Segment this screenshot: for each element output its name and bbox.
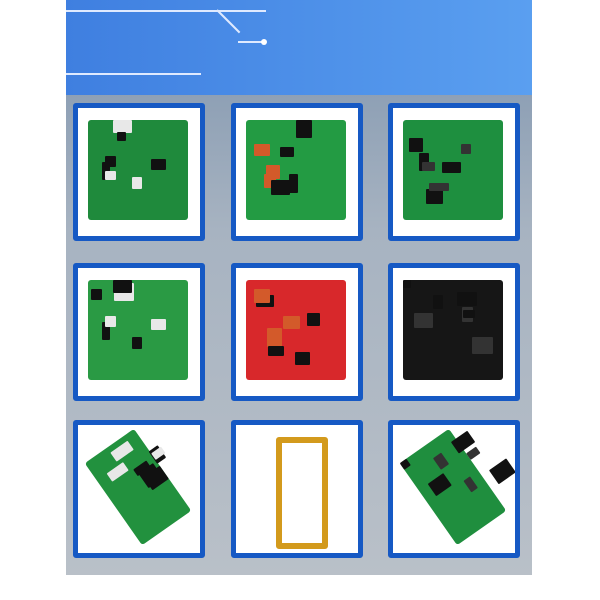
component xyxy=(426,189,443,204)
component xyxy=(307,313,320,326)
component xyxy=(457,292,477,306)
component xyxy=(427,473,452,497)
component xyxy=(442,162,461,173)
component xyxy=(132,337,142,349)
pcb-board xyxy=(88,120,188,220)
component xyxy=(151,159,166,170)
component xyxy=(296,120,312,138)
pcb-board xyxy=(88,280,188,380)
component xyxy=(105,171,116,180)
component xyxy=(399,458,411,470)
pcb-board xyxy=(403,280,503,380)
circuit-line xyxy=(238,41,264,43)
component xyxy=(289,174,298,193)
pcb-board xyxy=(84,428,192,546)
component xyxy=(110,440,134,462)
circuit-line xyxy=(216,9,241,34)
component xyxy=(106,462,129,482)
product-frame[interactable] xyxy=(73,263,205,401)
component xyxy=(271,180,290,195)
component xyxy=(268,346,284,356)
component xyxy=(463,476,478,493)
component xyxy=(463,310,475,318)
component xyxy=(280,147,294,157)
component xyxy=(105,316,116,327)
component xyxy=(132,177,142,189)
pcb-board xyxy=(403,120,503,220)
banner xyxy=(66,0,532,95)
component xyxy=(283,316,300,329)
component xyxy=(472,337,493,354)
product-frame[interactable] xyxy=(388,420,520,558)
component xyxy=(422,162,435,171)
pcb-board xyxy=(246,280,346,380)
component xyxy=(267,328,282,347)
component xyxy=(105,156,116,167)
product-frame[interactable] xyxy=(231,420,363,558)
circuit-line xyxy=(66,73,201,75)
component xyxy=(409,138,423,152)
component xyxy=(113,120,132,133)
component xyxy=(117,132,126,141)
product-frame[interactable] xyxy=(73,420,205,558)
product-frame[interactable] xyxy=(73,103,205,241)
component xyxy=(432,452,450,470)
component xyxy=(295,352,310,365)
component xyxy=(433,295,443,309)
component xyxy=(403,280,411,288)
component xyxy=(429,183,449,191)
product-frame[interactable] xyxy=(388,103,520,241)
circuit-dot xyxy=(261,39,267,45)
product-frame[interactable] xyxy=(231,263,363,401)
component xyxy=(461,144,471,154)
component xyxy=(488,458,515,485)
component xyxy=(151,319,166,330)
component xyxy=(254,144,270,156)
component xyxy=(414,313,433,328)
product-frame[interactable] xyxy=(388,263,520,401)
circuit-line xyxy=(66,10,266,12)
component xyxy=(102,322,110,340)
product-image xyxy=(66,0,532,575)
pcb-board xyxy=(246,120,346,220)
component xyxy=(466,446,481,460)
product-frame[interactable] xyxy=(231,103,363,241)
component xyxy=(91,289,102,300)
component xyxy=(254,289,270,303)
component xyxy=(113,280,132,293)
pcb-board xyxy=(276,437,328,549)
pcb-board xyxy=(399,428,515,546)
